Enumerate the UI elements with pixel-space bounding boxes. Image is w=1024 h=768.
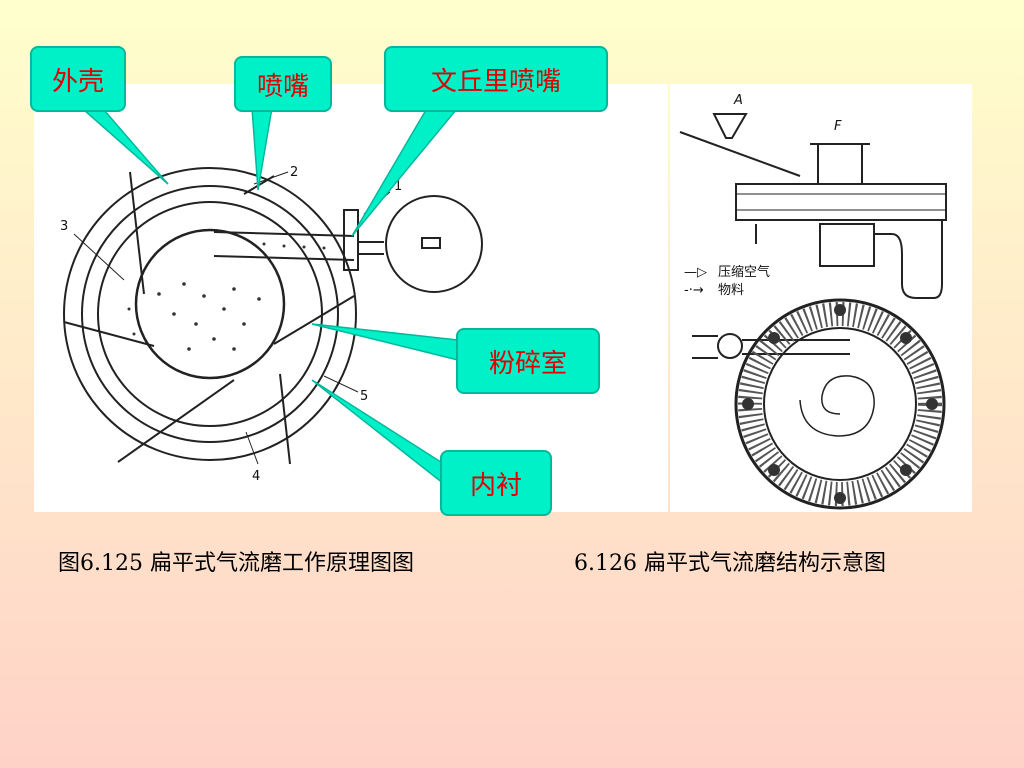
callout-crushing-chamber: 粉碎室 [456,328,600,394]
structure-diagram: A F —▷ 压缩空气 -·→ 物料 [670,84,972,512]
jet-mill-structure-drawing: A F —▷ 压缩空气 -·→ 物料 [679,93,947,510]
callout-liner-label: 内衬 [469,470,522,501]
part-number-2: 2 [290,165,298,180]
outer-shell-ring [63,167,357,461]
feed-chamber-circle [385,195,483,293]
callout-venturi-label: 文丘里喷嘴 [430,66,561,97]
legend-text-material: 物料 [718,283,744,298]
legend-symbol-air: —▷ [684,265,707,280]
part-number-1: 1 [394,179,402,194]
callout-shell-label: 外壳 [51,66,104,97]
callout-liner: 内衬 [440,450,552,516]
part-number-4: 4 [252,469,260,484]
letter-f: F [834,119,842,134]
part-number-5: 5 [360,389,368,404]
callout-chamber-label: 粉碎室 [488,348,567,379]
jet-mill-principle-drawing: 1 2 3 4 5 [60,165,483,484]
callout-nozzle: 喷嘴 [234,56,332,112]
mill-outer-ring [734,298,946,510]
callout-venturi-nozzle: 文丘里喷嘴 [384,46,608,112]
legend-symbol-material: -·→ [684,283,704,298]
letter-a: A [733,93,743,108]
caption-right: 6.126 扁平式气流磨结构示意图 [574,551,886,576]
caption-left: 图6.125 扁平式气流磨工作原理图图 [58,551,414,576]
callout-nozzle-label: 喷嘴 [256,71,309,102]
liner-outer-ring [81,185,339,443]
crushing-chamber-circle [134,228,286,380]
legend-text-air: 压缩空气 [718,264,770,280]
part-number-3: 3 [60,219,68,234]
mill-inner-ring [763,327,917,481]
legend: —▷ 压缩空气 -·→ 物料 [684,264,770,298]
working-principle-diagram: 1 2 3 4 5 [34,84,668,512]
callout-shell: 外壳 [30,46,126,112]
liner-inner-ring [97,201,323,427]
